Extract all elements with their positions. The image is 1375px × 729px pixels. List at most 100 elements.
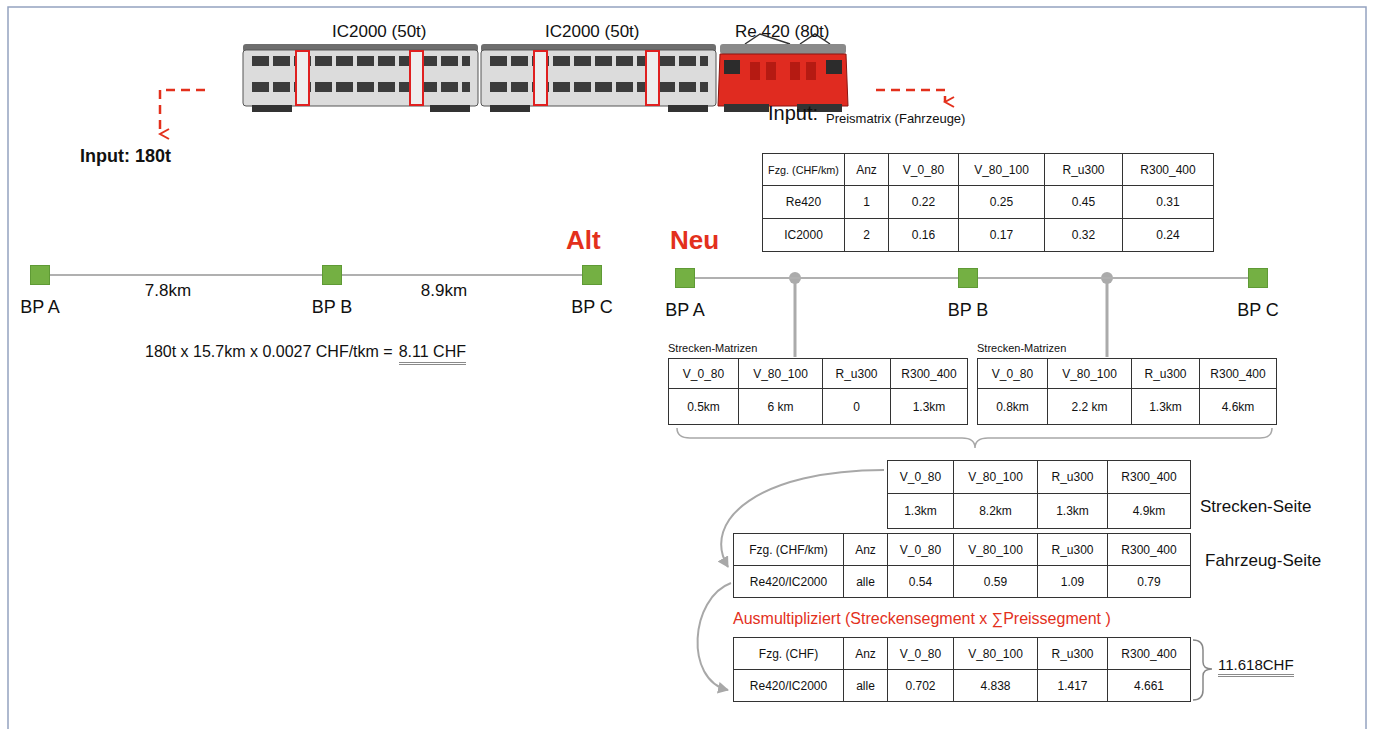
coach (243, 44, 478, 112)
table-text: R300_400 (1121, 470, 1176, 484)
table-text: 1.417 (1057, 679, 1087, 693)
table-text: V_0_80 (903, 163, 944, 177)
table-text: Re420/IC2000 (750, 679, 827, 693)
table-cell: Re420 (762, 185, 845, 219)
table-text: 1.3km (904, 504, 937, 518)
table-text: 1.09 (1061, 575, 1084, 589)
table-text: 1 (863, 195, 870, 209)
table-cell: V_0_80 (887, 637, 954, 670)
table-cell: 1 (844, 185, 889, 219)
table-text: Anz (855, 543, 876, 557)
station-box: BP C (1248, 268, 1268, 288)
track-line (978, 277, 1248, 279)
table-text: 2.2 km (1071, 400, 1107, 414)
table-cell: R_u300 (1037, 533, 1108, 566)
table-cell: V_0_80 (977, 358, 1048, 389)
table-cell: 0.16 (888, 218, 959, 252)
table-text: 4.9km (1133, 504, 1166, 518)
table-text: V_80_100 (968, 543, 1023, 557)
table-cell: V_80_100 (953, 637, 1038, 670)
table-cell: alle (843, 669, 888, 702)
table-text: alle (856, 679, 875, 693)
table-text: R300_400 (1140, 163, 1195, 177)
table-cell: R_u300 (1044, 153, 1123, 186)
table-cell: R300_400 (1107, 637, 1191, 670)
table-cell: V_80_100 (1047, 358, 1132, 389)
table-text: 0.79 (1137, 575, 1160, 589)
table-cell: R300_400 (1122, 153, 1214, 186)
formula: 180t x 15.7km x 0.0027 CHF/tkm = (145, 343, 393, 361)
locomotive (718, 34, 848, 112)
frame (8, 7, 1366, 729)
table-text: Fzg. (CHF) (759, 647, 818, 661)
station-name: BP C (571, 297, 613, 318)
station-name: BP B (948, 300, 989, 321)
matrix-title: Strecken-Matrizen (977, 342, 1066, 355)
track-line (695, 277, 958, 279)
table-text: V_0_80 (900, 647, 941, 661)
table-cell: Fzg. (CHF) (733, 637, 844, 670)
car-label: Re 420 (80t) (735, 22, 830, 42)
table-cell: R_u300 (1037, 460, 1108, 494)
table-cell: 1.3km (1131, 388, 1200, 425)
table-text: V_0_80 (683, 367, 724, 381)
table-cell: 2 (844, 218, 889, 252)
table-cell: R300_400 (1107, 460, 1191, 494)
table-text: V_80_100 (1062, 367, 1117, 381)
table-cell: Anz (843, 637, 888, 670)
table-cell: 0 (822, 388, 891, 425)
brace (1193, 640, 1212, 700)
table-cell: 0.79 (1107, 565, 1191, 598)
table-text: V_80_100 (968, 647, 1023, 661)
table-cell: Fzg. (CHF/km) (762, 153, 845, 186)
table-cell: V_80_100 (958, 153, 1045, 186)
table-text: V_80_100 (753, 367, 808, 381)
table-cell: V_0_80 (888, 153, 959, 186)
table-text: R_u300 (1051, 543, 1093, 557)
table-cell: IC2000 (762, 218, 845, 252)
table-cell: 1.3km (887, 493, 954, 529)
table-cell: V_0_80 (887, 533, 954, 566)
table-text: 1.3km (1056, 504, 1089, 518)
station-box: BP B (958, 268, 978, 288)
matrix-title: Preismatrix (Fahrzeuge) (826, 112, 965, 127)
table-text: 4.6km (1222, 400, 1255, 414)
table-cell: 6 km (738, 388, 823, 425)
table-cell: V_0_80 (887, 460, 954, 494)
table-cell: 4.6km (1199, 388, 1277, 425)
table-cell: 1.417 (1037, 669, 1108, 702)
table-cell: 4.9km (1107, 493, 1191, 529)
variant-label: Alt (566, 226, 601, 256)
table-text: Fzg. (CHF/km) (768, 164, 839, 176)
result-value: 11.618CHF (1218, 656, 1294, 677)
table-text: R300_400 (901, 367, 956, 381)
coach (481, 44, 716, 112)
side-label: Fahrzeug-Seite (1205, 551, 1321, 571)
table-cell: 0.25 (958, 185, 1045, 219)
table-text: R_u300 (1144, 367, 1186, 381)
table-text: 1.3km (1149, 400, 1182, 414)
table-text: IC2000 (784, 228, 823, 242)
table-text: 0.8km (996, 400, 1029, 414)
table-text: 6 km (767, 400, 793, 414)
input-arrow (160, 90, 205, 134)
table-cell: R_u300 (1037, 637, 1108, 670)
table-text: R300_400 (1121, 543, 1176, 557)
table-text: 0 (853, 400, 860, 414)
table-text: R300_400 (1210, 367, 1265, 381)
table-text: 0.24 (1156, 228, 1179, 242)
table-cell: R300_400 (890, 358, 968, 389)
table-cell: Anz (844, 153, 889, 186)
table-text: 0.45 (1072, 195, 1095, 209)
table-cell: 0.702 (887, 669, 954, 702)
table-cell: Anz (843, 533, 888, 566)
table-text: alle (856, 575, 875, 589)
table-cell: 0.24 (1122, 218, 1214, 252)
table-text: 0.25 (990, 195, 1013, 209)
table-cell: 0.59 (953, 565, 1038, 598)
distance-label: 8.9km (419, 281, 469, 301)
station-name: BP A (20, 297, 60, 318)
table-text: Re420/IC2000 (750, 575, 827, 589)
table-cell: R300_400 (1199, 358, 1277, 389)
table-cell: 0.22 (888, 185, 959, 219)
